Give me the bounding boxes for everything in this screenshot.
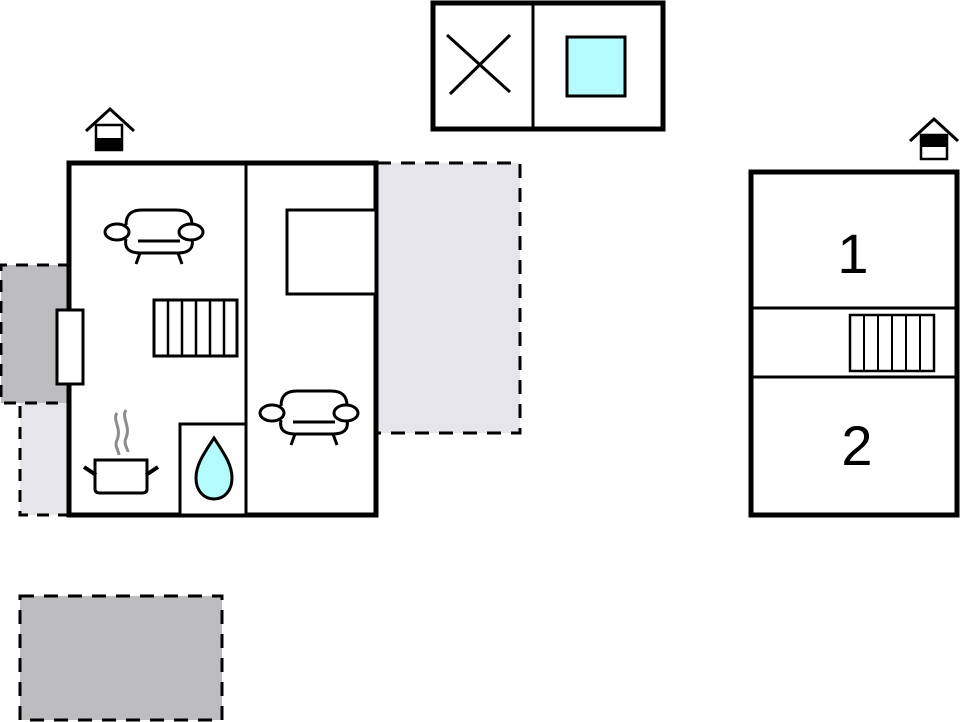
bedroom-2-label: 2 (841, 414, 873, 477)
pool-icon (565, 35, 627, 98)
upper-floor-entrance-icon (908, 116, 960, 161)
sofa-icon (103, 208, 205, 265)
parking-area (18, 594, 224, 722)
door-icon (55, 308, 85, 386)
left-lower-terrace (18, 402, 70, 517)
water-drop-icon (194, 435, 234, 501)
cabinet (285, 208, 378, 296)
stairs-icon (848, 313, 936, 373)
cross-icon (445, 33, 512, 96)
stairs-icon (152, 298, 239, 358)
right-terrace (377, 161, 522, 435)
bedroom-1-label: 1 (837, 222, 869, 285)
sofa-icon (258, 389, 360, 446)
entrance-icon (84, 106, 136, 152)
cooking-pot-icon (82, 409, 160, 495)
annex (430, 0, 666, 132)
